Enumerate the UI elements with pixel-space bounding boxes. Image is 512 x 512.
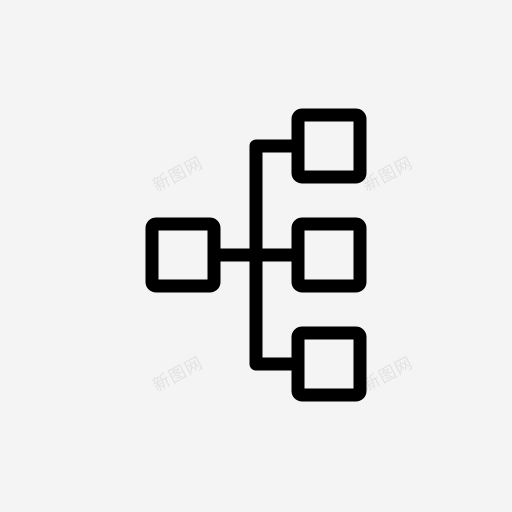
child-node-middle-box [291,217,367,293]
trunk-connector [249,139,305,371]
root-node-box [145,217,221,293]
child-node-bottom-box [291,326,367,402]
child-node-top-box [291,108,367,184]
